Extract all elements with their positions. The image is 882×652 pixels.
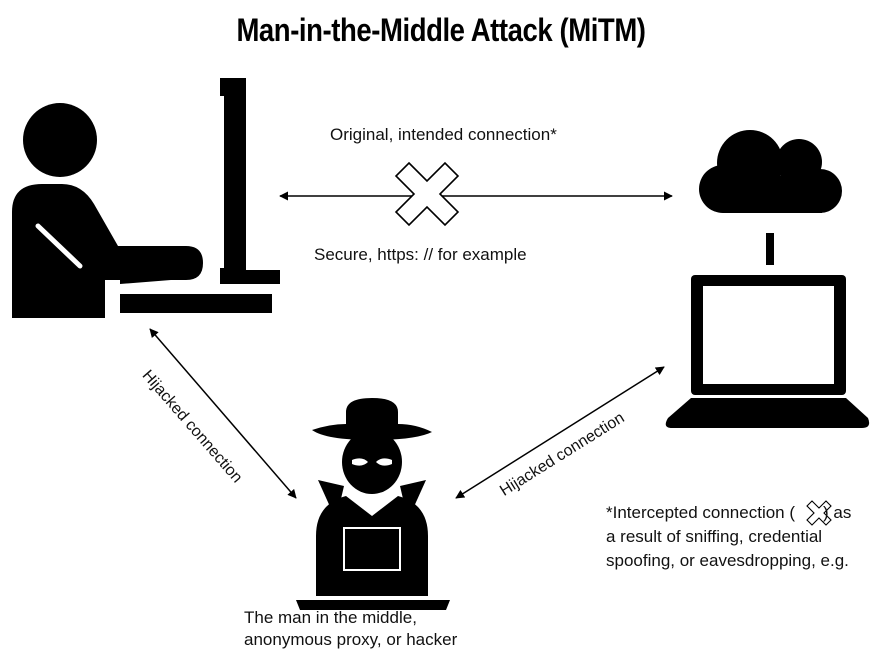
footnote-line-1-post: ) as: [823, 503, 852, 522]
cloud-laptop-server-icon: [665, 130, 870, 428]
diagram-title: Man-in-the-Middle Attack (MiTM): [236, 12, 646, 48]
user-at-computer-icon: [12, 78, 280, 318]
footnote-line-1: *Intercepted connection ( ) as: [606, 501, 851, 524]
intercept-x-icon: [394, 161, 460, 227]
footnote-line-2: a result of sniffing, credential: [606, 527, 823, 546]
attacker-caption-line-2: anonymous proxy, or hacker: [244, 630, 458, 649]
original-connection-label: Original, intended connection*: [330, 125, 557, 144]
hacker-icon: [296, 398, 450, 610]
footnote-line-3: spoofing, or eavesdropping, e.g.: [606, 551, 849, 570]
secure-example-label: Secure, https: // for example: [314, 245, 527, 264]
hijacked-right-arrow: [455, 366, 665, 499]
hijacked-left-arrow: [149, 328, 297, 499]
attacker-caption-line-1: The man in the middle,: [244, 608, 417, 627]
footnote-x-icon: [806, 500, 832, 526]
footnote-line-1-pre: *Intercepted connection (: [606, 503, 796, 522]
